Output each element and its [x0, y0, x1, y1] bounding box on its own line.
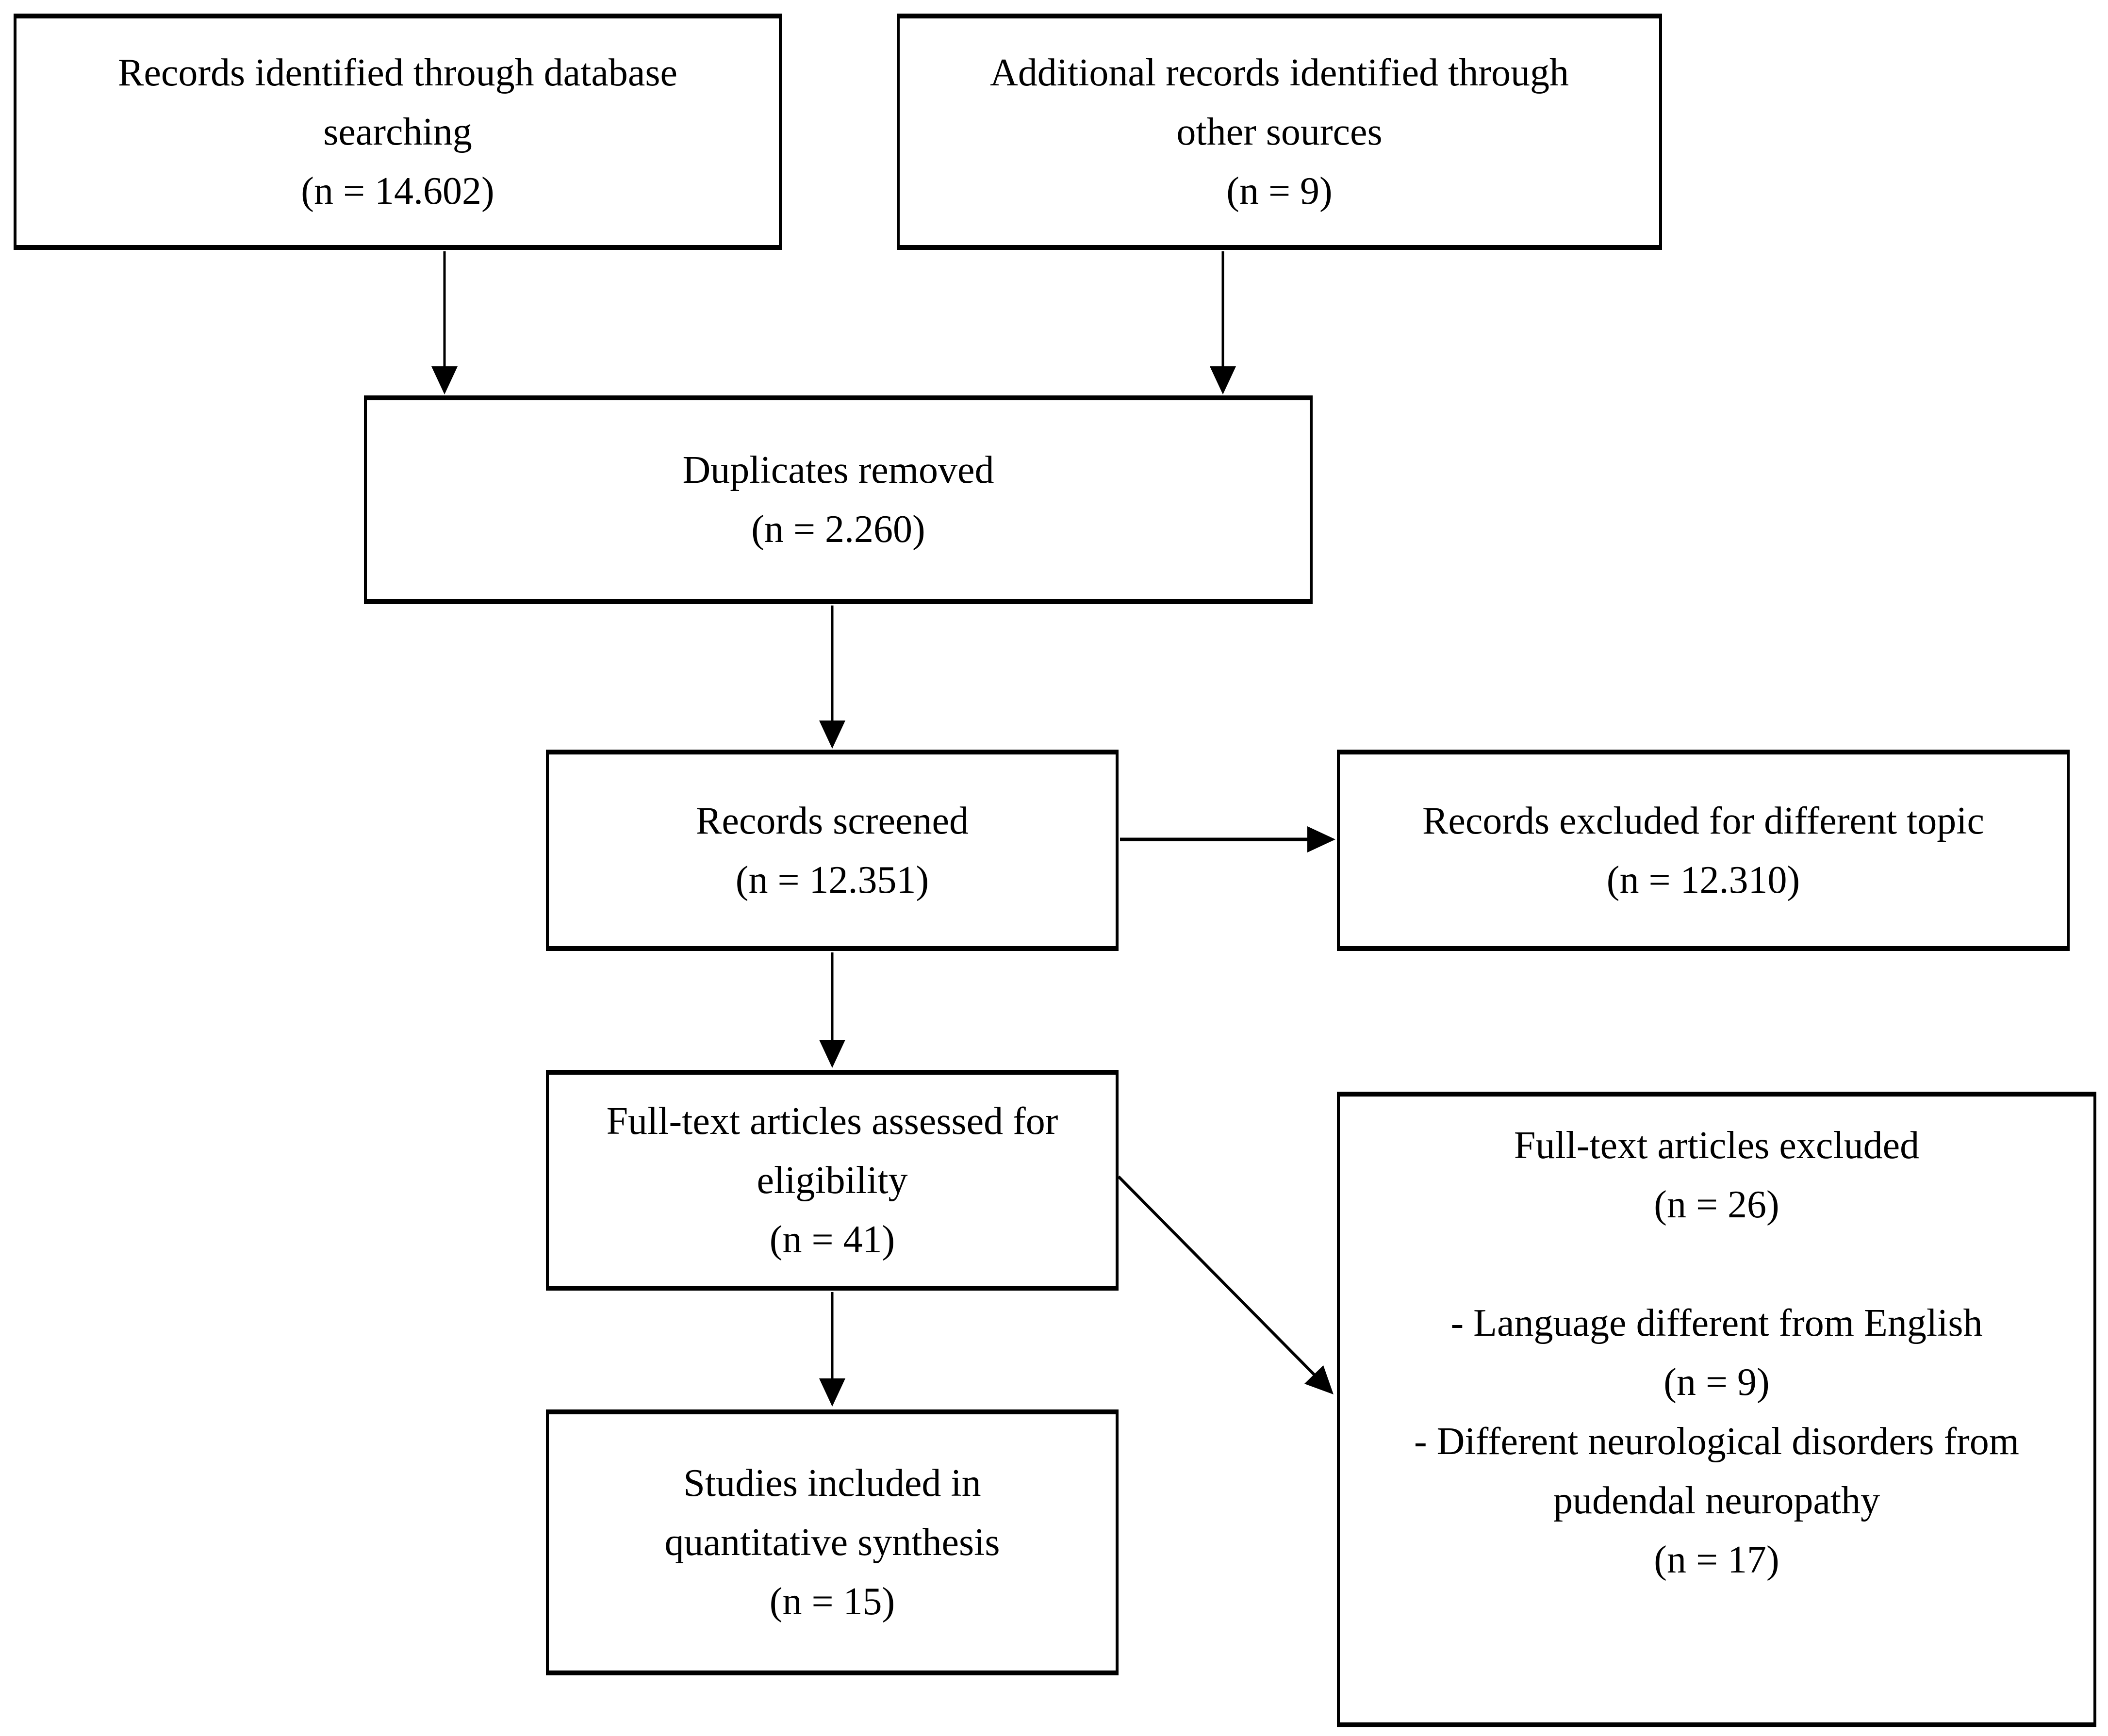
- records-screened-line-1: Records screened: [696, 799, 969, 842]
- records-excluded-line-1: Records excluded for different topic: [1422, 799, 1985, 842]
- fulltext-excluded-reason-1: - Language different from English: [1450, 1302, 1983, 1344]
- box-fulltext-assessed: Full-text articles assessed for eligibil…: [546, 1070, 1119, 1291]
- studies-included-line-1: Studies included in: [683, 1462, 981, 1505]
- fulltext-excluded-reason-2: - Different neurological disorders from: [1414, 1420, 2019, 1463]
- records-screened-count: (n = 12.351): [735, 858, 929, 901]
- fulltext-assessed-line-1: Full-text articles assessed for: [606, 1099, 1058, 1143]
- arrow-database-to-duplicates: [431, 251, 458, 394]
- arrowhead-diagonal-icon: [1304, 1365, 1334, 1394]
- additional-records-line-1: Additional records identified through: [989, 51, 1569, 94]
- arrow-fulltext-to-fulltext-excluded: [1117, 1175, 1334, 1394]
- fulltext-assessed-line-2: eligibility: [757, 1159, 908, 1202]
- arrow-duplicates-to-screened: [819, 606, 845, 749]
- fulltext-excluded-title: Full-text articles excluded: [1514, 1124, 1920, 1167]
- box-duplicates-removed: Duplicates removed (n = 2.260): [364, 395, 1313, 604]
- arrow-shaft: [1117, 1175, 1316, 1376]
- studies-included-line-2: quantitative synthesis: [664, 1521, 1000, 1564]
- fulltext-excluded-reason-2-cont: pudendal neuropathy: [1553, 1479, 1880, 1522]
- fulltext-assessed-count: (n = 41): [769, 1218, 895, 1261]
- records-excluded-count: (n = 12.310): [1606, 858, 1800, 901]
- box-records-identified: Records identified through database sear…: [14, 14, 782, 250]
- arrowhead-down-icon: [819, 1378, 845, 1407]
- box-records-excluded: Records excluded for different topic (n …: [1337, 750, 2070, 951]
- records-identified-count: (n = 14.602): [301, 169, 494, 213]
- records-identified-line-2: searching: [323, 110, 472, 153]
- fulltext-excluded-spacer: [1340, 1234, 2093, 1294]
- studies-included-count: (n = 15): [769, 1580, 895, 1623]
- box-additional-records: Additional records identified through ot…: [897, 14, 1662, 250]
- box-fulltext-excluded: Full-text articles excluded (n = 26) - L…: [1337, 1092, 2096, 1727]
- duplicates-removed-line-1: Duplicates removed: [682, 449, 994, 491]
- arrow-screened-to-fulltext: [819, 952, 845, 1068]
- arrowhead-down-icon: [819, 1040, 845, 1068]
- fulltext-excluded-reason-1-count: (n = 9): [1663, 1361, 1770, 1404]
- records-identified-line-1: Records identified through database: [118, 51, 677, 94]
- fulltext-excluded-count: (n = 26): [1654, 1183, 1779, 1226]
- arrowhead-down-icon: [431, 366, 458, 394]
- fulltext-excluded-reason-2-count: (n = 17): [1654, 1539, 1779, 1581]
- additional-records-count: (n = 9): [1226, 169, 1333, 213]
- box-records-screened: Records screened (n = 12.351): [546, 750, 1119, 951]
- additional-records-line-2: other sources: [1176, 110, 1383, 153]
- arrowhead-down-icon: [1210, 366, 1236, 394]
- arrowhead-right-icon: [1307, 826, 1335, 852]
- arrow-screened-to-excluded: [1120, 826, 1335, 852]
- duplicates-removed-count: (n = 2.260): [751, 508, 925, 551]
- box-studies-included: Studies included in quantitative synthes…: [546, 1409, 1119, 1675]
- arrow-fulltext-to-included: [819, 1292, 845, 1407]
- arrowhead-down-icon: [819, 721, 845, 749]
- arrow-other-sources-to-duplicates: [1210, 251, 1236, 394]
